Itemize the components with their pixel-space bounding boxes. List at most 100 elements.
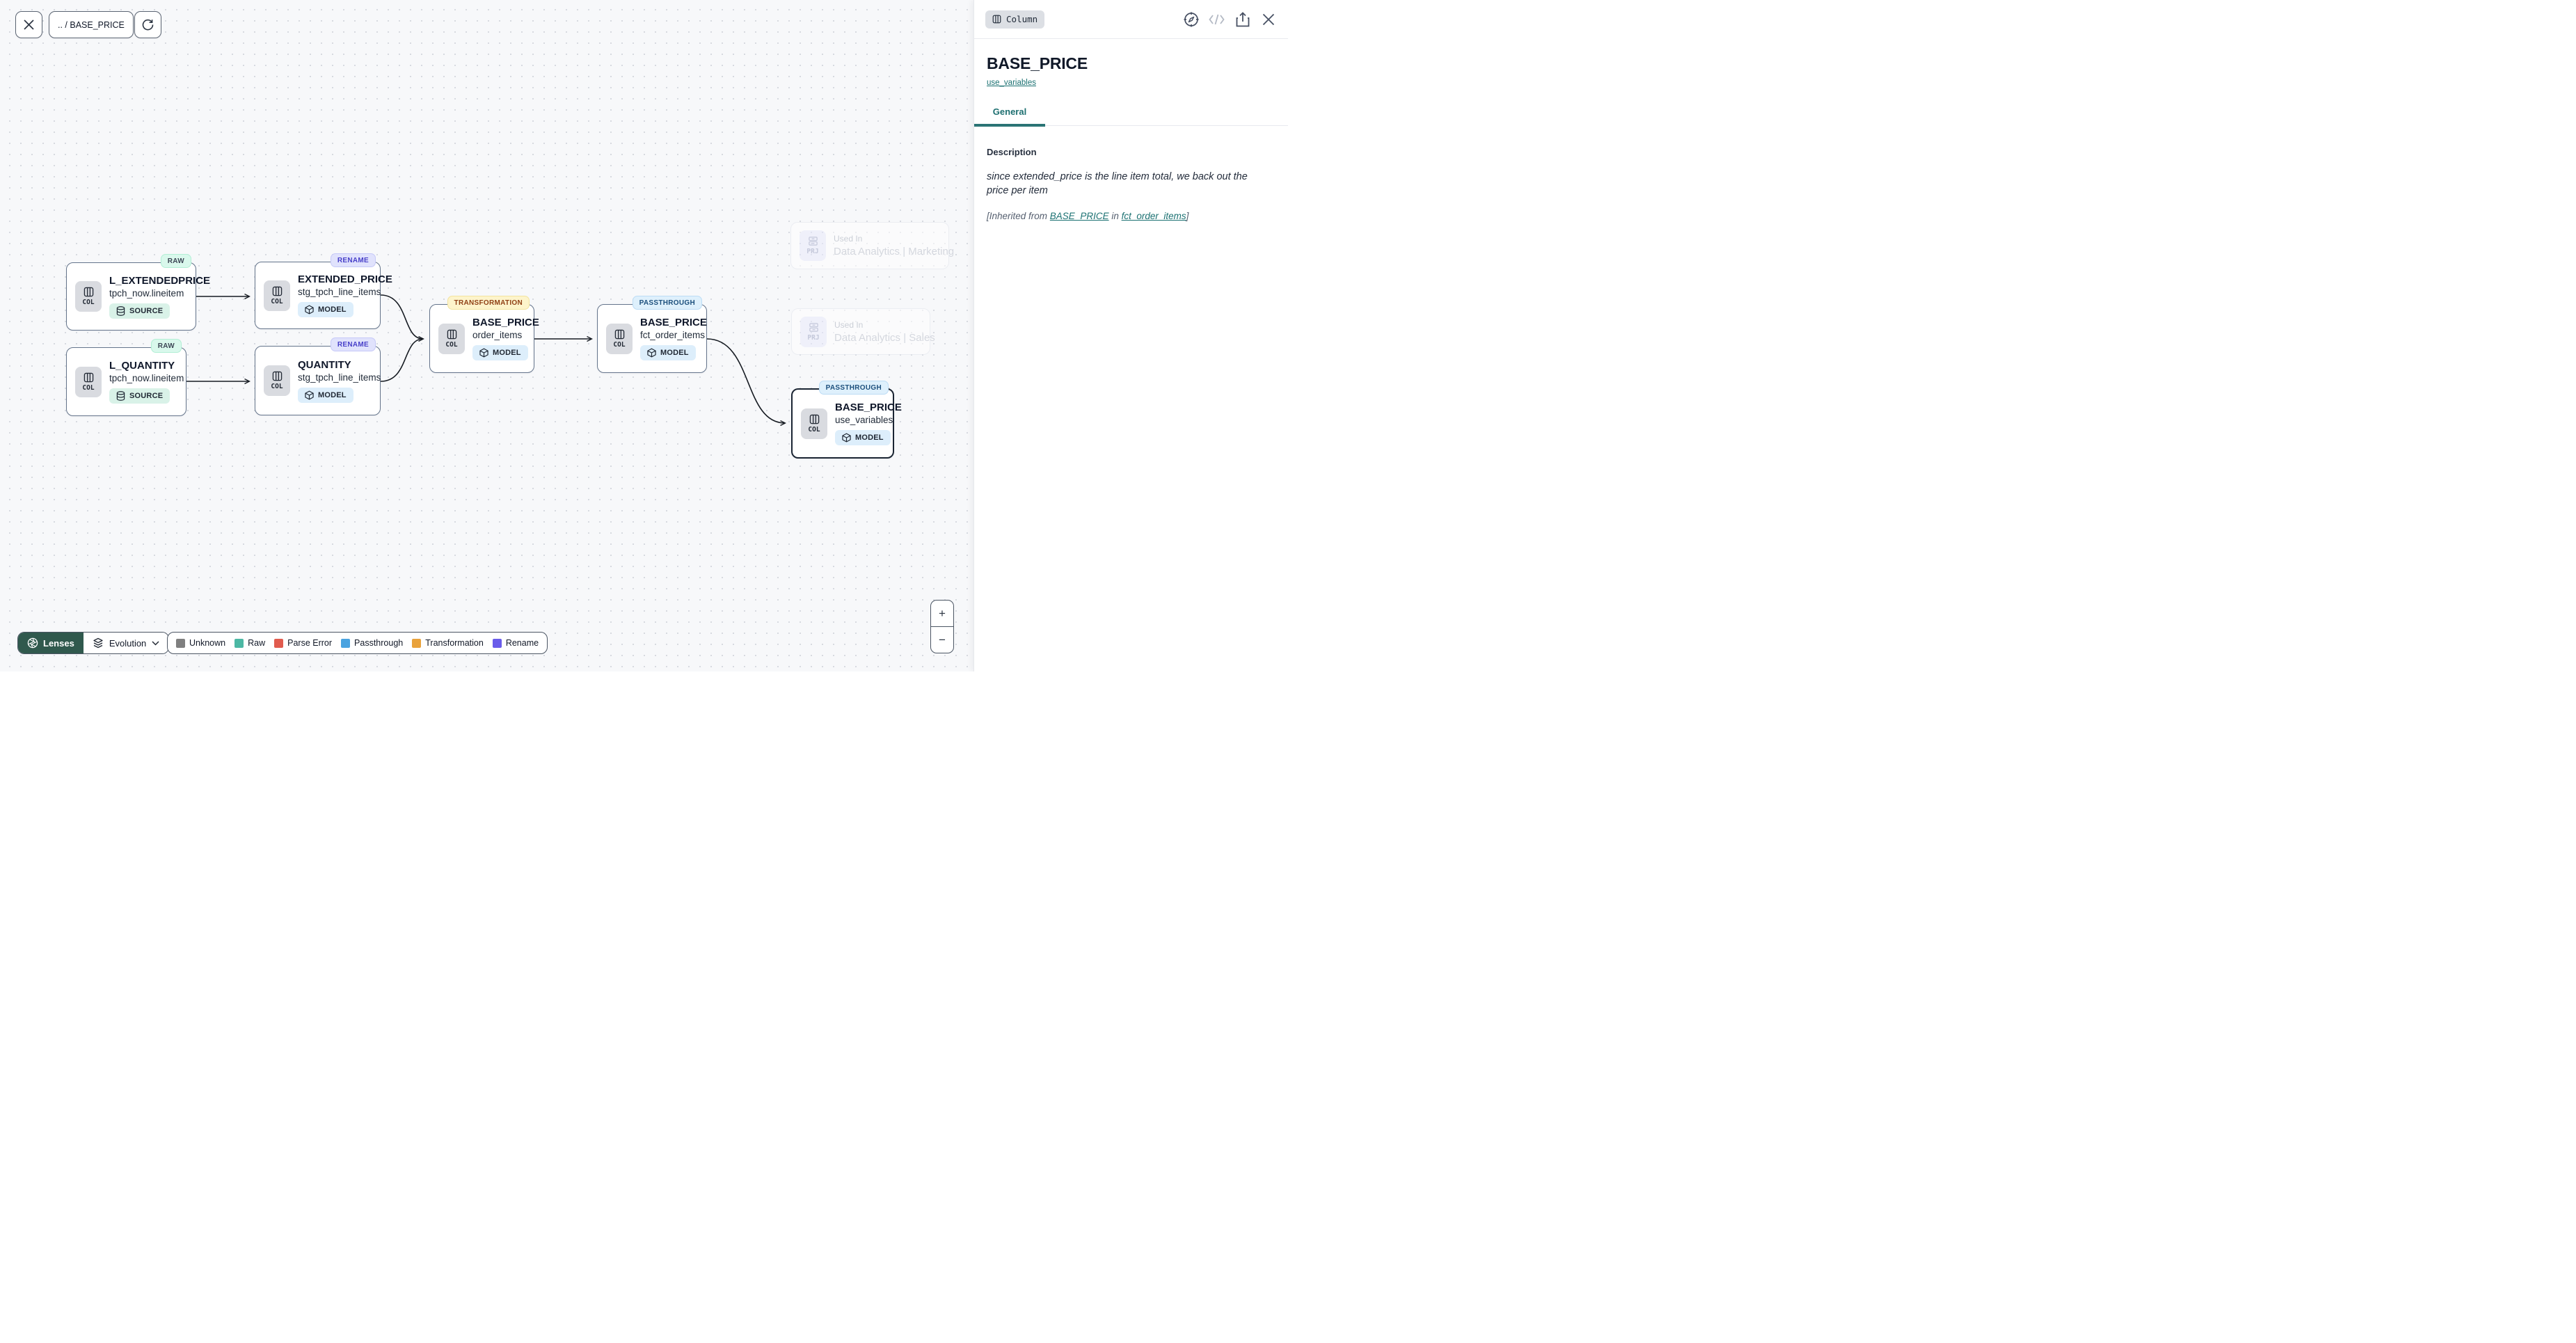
used-in-project: Data Analytics | Sales bbox=[834, 331, 935, 344]
status-badge: RAW bbox=[150, 339, 182, 353]
details-panel: Column BASE_PRICE use_variables Gener bbox=[973, 0, 1288, 672]
legend-item: Rename bbox=[492, 638, 539, 648]
inherited-column-link[interactable]: BASE_PRICE bbox=[1049, 210, 1109, 221]
view-code-button[interactable] bbox=[1208, 10, 1225, 28]
legend-item: Raw bbox=[234, 638, 265, 648]
breadcrumb-label: .. / BASE_PRICE bbox=[58, 19, 125, 30]
minus-icon: − bbox=[939, 633, 946, 646]
node-subtitle: fct_order_items bbox=[640, 330, 706, 340]
used-in-card-sales: PRJ Used In Data Analytics | Sales bbox=[791, 308, 935, 355]
source-pill: SOURCE bbox=[109, 303, 170, 319]
layers-icon bbox=[93, 637, 103, 649]
model-pill: MODEL bbox=[298, 302, 353, 317]
zoom-controls: + − bbox=[930, 600, 954, 653]
node-subtitle: tpch_now.lineitem bbox=[109, 287, 184, 299]
zoom-in-button[interactable]: + bbox=[931, 601, 953, 627]
zoom-out-button[interactable]: − bbox=[931, 627, 953, 653]
status-badge: RENAME bbox=[330, 253, 376, 267]
columns-icon bbox=[809, 414, 819, 424]
legend-item: Parse Error bbox=[274, 638, 332, 648]
legend: Unknown Raw Parse Error Passthrough Tran… bbox=[167, 632, 548, 654]
node-title: QUANTITY bbox=[298, 358, 351, 371]
model-pill: MODEL bbox=[472, 345, 528, 360]
close-icon bbox=[1262, 13, 1274, 25]
status-badge: PASSTHROUGH bbox=[818, 381, 889, 395]
cube-icon bbox=[479, 348, 488, 358]
node-title: BASE_PRICE bbox=[835, 402, 902, 413]
used-in-card-marketing: PRJ Used In Data Analytics | Marketing bbox=[790, 222, 954, 269]
inherited-model-link[interactable]: fct_order_items bbox=[1121, 210, 1186, 221]
used-in-label: Used In bbox=[834, 234, 863, 244]
close-panel-button[interactable] bbox=[1259, 10, 1277, 28]
database-icon bbox=[116, 305, 125, 316]
evolution-dropdown[interactable]: Evolution bbox=[83, 633, 169, 653]
cube-icon bbox=[842, 433, 851, 443]
used-in-label: Used In bbox=[834, 319, 864, 330]
legend-item: Unknown bbox=[176, 638, 225, 648]
status-badge: RENAME bbox=[330, 337, 376, 351]
tab-general[interactable]: General bbox=[974, 106, 1045, 127]
cube-icon bbox=[305, 305, 314, 315]
description-label: Description bbox=[987, 147, 1037, 157]
status-badge: RAW bbox=[160, 254, 191, 268]
node-subtitle: stg_tpch_line_items bbox=[298, 287, 381, 297]
columns-icon bbox=[272, 371, 282, 381]
explore-button[interactable] bbox=[1182, 10, 1200, 28]
status-badge: PASSTHROUGH bbox=[632, 296, 702, 310]
panel-actions bbox=[1182, 10, 1277, 28]
column-type-chip: COL bbox=[438, 323, 465, 354]
model-pill: MODEL bbox=[835, 430, 891, 445]
columns-icon bbox=[272, 286, 282, 296]
column-type-chip: COL bbox=[606, 323, 633, 354]
legend-swatch bbox=[492, 638, 502, 648]
close-lineage-button[interactable] bbox=[15, 11, 42, 38]
columns-icon bbox=[992, 15, 1001, 24]
legend-swatch bbox=[274, 638, 284, 648]
legend-swatch bbox=[412, 638, 422, 648]
cube-icon bbox=[647, 348, 656, 358]
node-base-price-use-variables[interactable]: PASSTHROUGH COL BASE_PRICE use_variables… bbox=[791, 381, 902, 459]
lineage-app: .. / BASE_PRICE RAW COL L_EXTENDEDPRICE … bbox=[0, 0, 1288, 672]
panel-header: Column bbox=[974, 0, 1288, 39]
lenses-button[interactable]: Lenses bbox=[18, 633, 84, 653]
column-type-chip: COL bbox=[264, 365, 290, 396]
legend-swatch bbox=[234, 638, 244, 648]
node-quantity[interactable]: RENAME COL QUANTITY stg_tpch_line_items … bbox=[255, 337, 381, 415]
node-title: L_EXTENDEDPRICE bbox=[109, 274, 211, 287]
archive-icon bbox=[808, 237, 818, 246]
status-badge: TRANSFORMATION bbox=[447, 296, 530, 310]
panel-title: BASE_PRICE bbox=[987, 54, 1088, 72]
source-pill: SOURCE bbox=[109, 388, 170, 404]
node-title: BASE_PRICE bbox=[640, 317, 707, 328]
aperture-icon bbox=[27, 637, 38, 649]
model-link[interactable]: use_variables bbox=[987, 79, 1036, 87]
legend-item: Transformation bbox=[412, 638, 484, 648]
columns-icon bbox=[84, 287, 93, 297]
lenses-control: Lenses Evolution bbox=[17, 632, 170, 654]
node-subtitle: stg_tpch_line_items bbox=[298, 372, 381, 383]
node-subtitle: tpch_now.lineitem bbox=[109, 373, 184, 383]
node-title: L_QUANTITY bbox=[109, 360, 175, 372]
columns-icon bbox=[614, 329, 624, 339]
column-type-chip: COL bbox=[801, 408, 827, 439]
inherited-note: [Inherited from BASE_PRICE in fct_order_… bbox=[987, 210, 1189, 221]
chevron-down-icon bbox=[152, 640, 159, 646]
archive-icon bbox=[809, 322, 818, 332]
refresh-button[interactable] bbox=[134, 11, 161, 38]
node-base-price-order-items[interactable]: TRANSFORMATION COL BASE_PRICE order_item… bbox=[429, 296, 539, 373]
node-base-price-fct-order-items[interactable]: PASSTHROUGH COL BASE_PRICE fct_order_ite… bbox=[597, 296, 707, 373]
node-l-quantity[interactable]: RAW COL L_QUANTITY tpch_now.lineitem SOU… bbox=[66, 339, 186, 416]
cube-icon bbox=[305, 390, 314, 399]
node-extended-price[interactable]: RENAME COL EXTENDED_PRICE stg_tpch_line_… bbox=[255, 253, 392, 329]
breadcrumb[interactable]: .. / BASE_PRICE bbox=[49, 11, 134, 38]
node-l-extendedprice[interactable]: RAW COL L_EXTENDEDPRICE tpch_now.lineite… bbox=[66, 254, 210, 331]
refresh-icon bbox=[142, 19, 154, 31]
database-icon bbox=[116, 391, 125, 401]
share-button[interactable] bbox=[1234, 10, 1251, 28]
project-chip: PRJ bbox=[800, 316, 827, 347]
columns-icon bbox=[84, 372, 93, 382]
project-chip: PRJ bbox=[800, 230, 826, 261]
legend-swatch bbox=[176, 638, 185, 648]
code-icon bbox=[1209, 14, 1225, 24]
node-title: EXTENDED_PRICE bbox=[298, 273, 392, 285]
